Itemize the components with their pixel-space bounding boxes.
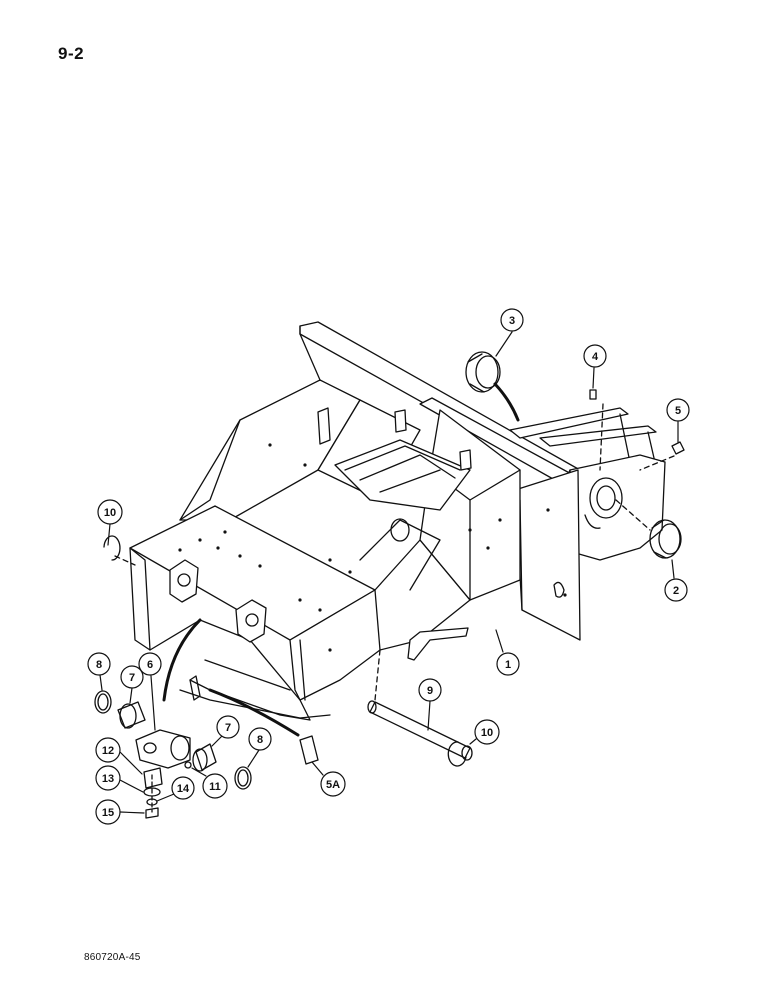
bushing-part-7-left <box>117 701 146 729</box>
callout-2: 2 <box>664 559 688 602</box>
svg-text:14: 14 <box>177 783 190 795</box>
fitting-part-5 <box>671 441 685 455</box>
svg-text:12: 12 <box>102 745 114 757</box>
svg-text:6: 6 <box>147 659 153 671</box>
pin-part-9 <box>367 700 473 761</box>
ring-part-8-right <box>234 766 252 790</box>
leader-arrows <box>114 382 675 813</box>
callout-8-left: 8 <box>87 652 111 691</box>
svg-text:3: 3 <box>509 315 515 327</box>
page-number: 9-2 <box>58 44 85 63</box>
callout-10-right: 10 <box>469 719 500 745</box>
svg-text:8: 8 <box>257 734 263 746</box>
seal-part-2 <box>649 519 682 559</box>
pivot-part-6 <box>135 729 191 769</box>
svg-text:7: 7 <box>129 672 135 684</box>
callout-5A: 5A <box>311 761 346 797</box>
svg-text:9: 9 <box>427 685 433 697</box>
callout-9: 9 <box>418 678 442 731</box>
callout-5: 5 <box>666 398 690 443</box>
svg-text:11: 11 <box>209 781 221 793</box>
callout-10-left: 10 <box>97 499 123 546</box>
callout-1: 1 <box>495 629 520 676</box>
bushing-part-7-right <box>192 743 217 772</box>
svg-text:10: 10 <box>104 507 116 519</box>
svg-text:5A: 5A <box>326 779 340 791</box>
callout-7-right: 7 <box>211 715 240 747</box>
svg-text:15: 15 <box>102 807 114 819</box>
callout-4: 4 <box>583 344 607 389</box>
svg-text:1: 1 <box>505 659 511 671</box>
callout-15: 15 <box>95 799 145 825</box>
main-frame <box>129 321 666 721</box>
ring-part-10-left <box>103 535 121 561</box>
svg-text:7: 7 <box>225 722 231 734</box>
callout-12: 12 <box>95 737 143 775</box>
svg-text:8: 8 <box>96 659 102 671</box>
svg-text:13: 13 <box>102 773 114 785</box>
fitting-part-5A-installed <box>189 675 201 701</box>
ring-part-10-right <box>447 741 467 767</box>
svg-text:4: 4 <box>592 351 599 363</box>
callout-14: 14 <box>156 776 195 802</box>
fitting-part-4 <box>589 389 597 400</box>
figure-code: 860720A-45 <box>84 952 141 963</box>
fitting-part-12 <box>143 767 163 789</box>
callout-6: 6 <box>138 652 162 731</box>
callout-11: 11 <box>191 767 228 799</box>
fitting-part-11 <box>184 761 192 769</box>
callout-3: 3 <box>495 308 524 357</box>
svg-text:2: 2 <box>673 585 679 597</box>
svg-text:5: 5 <box>675 405 681 417</box>
callout-13: 13 <box>95 765 144 793</box>
svg-text:10: 10 <box>481 727 493 739</box>
seal-part-3 <box>465 351 501 393</box>
nut-part-15 <box>145 807 159 819</box>
callout-7-left: 7 <box>120 665 144 704</box>
ring-part-8-left <box>94 690 112 714</box>
fitting-part-5A <box>299 735 319 765</box>
callout-8-right: 8 <box>247 727 272 768</box>
